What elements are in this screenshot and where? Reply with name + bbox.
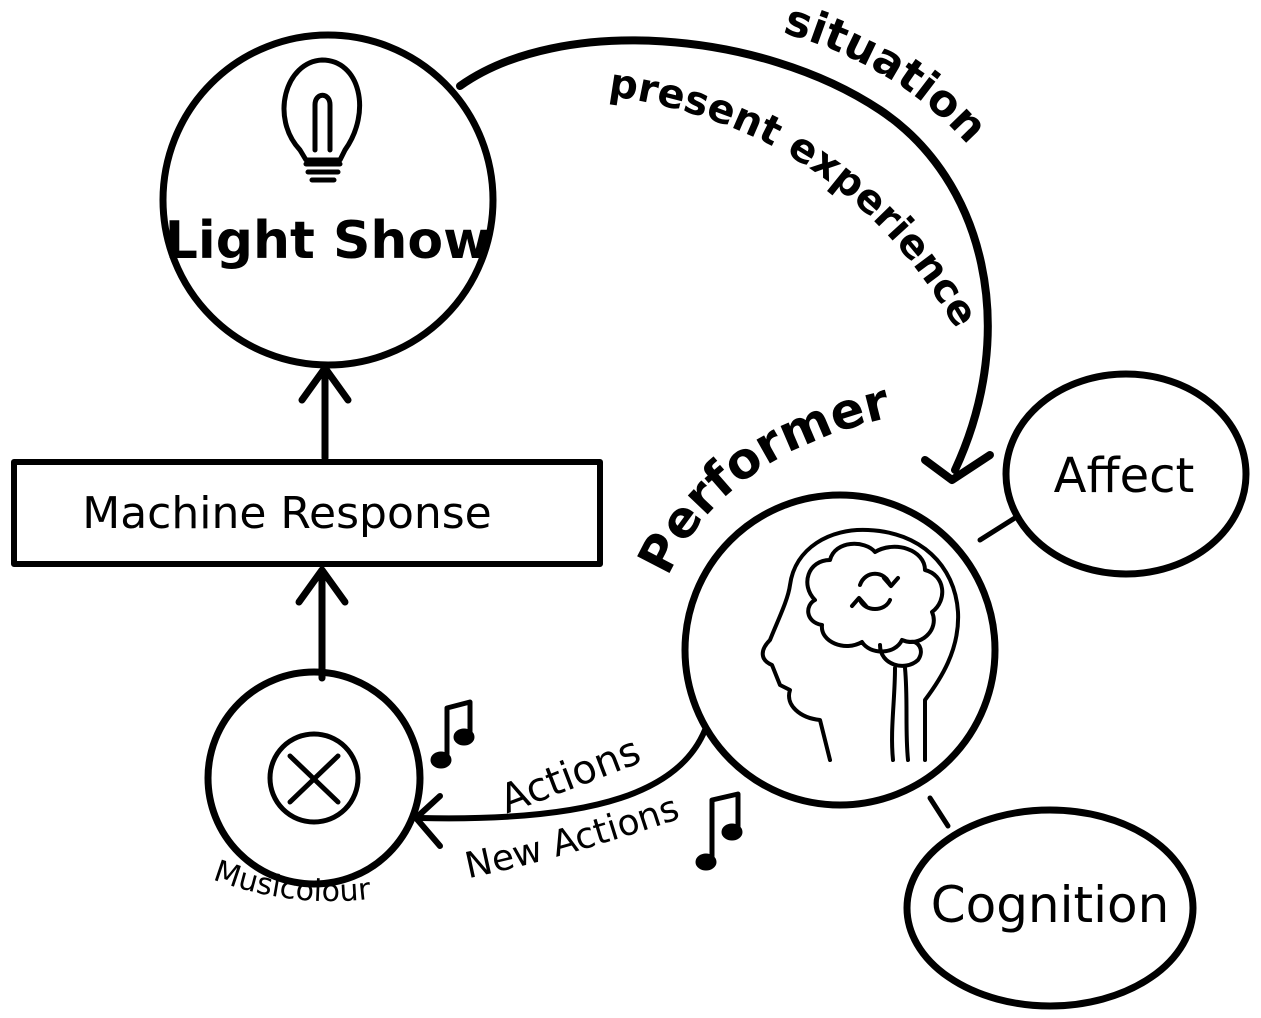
light-show-label: Light Show (165, 211, 491, 271)
musicolour-label: Musicolour (210, 854, 373, 909)
affect-connector (977, 513, 1021, 543)
cognition-connector (927, 795, 951, 829)
musicolour-dial-icon (267, 731, 361, 825)
musicolour-circle (204, 668, 424, 888)
affect-label: Affect (1054, 448, 1195, 504)
cognition-node: Cognition (903, 795, 1197, 1010)
light-bulb-icon (281, 57, 362, 183)
performer-label: Performer (627, 372, 896, 583)
affect-ellipse (1002, 370, 1250, 578)
performer-circle (681, 491, 999, 809)
machine-response-box (11, 459, 603, 567)
arrow-performer-to-musicolour (413, 727, 708, 849)
light-show-circle (159, 31, 497, 369)
arrow-musicolour-to-machine (295, 566, 349, 682)
machine-response-label: Machine Response (82, 488, 492, 539)
music-note-icon (695, 791, 743, 871)
performer-node (681, 491, 999, 809)
musicolour-node: Musicolour (204, 668, 424, 909)
arrow-lightshow-to-performer (456, 36, 994, 484)
light-show-node: Light Show (159, 31, 497, 369)
cognition-label: Cognition (931, 876, 1170, 934)
cognition-ellipse (903, 806, 1197, 1010)
brain-head-icon (760, 527, 961, 762)
arrow-machine-to-lightshow (298, 364, 352, 462)
music-note-icon (430, 699, 475, 769)
new-actions-label: New Actions (461, 788, 684, 887)
affect-node: Affect (977, 370, 1250, 578)
machine-response-node: Machine Response (11, 459, 603, 567)
